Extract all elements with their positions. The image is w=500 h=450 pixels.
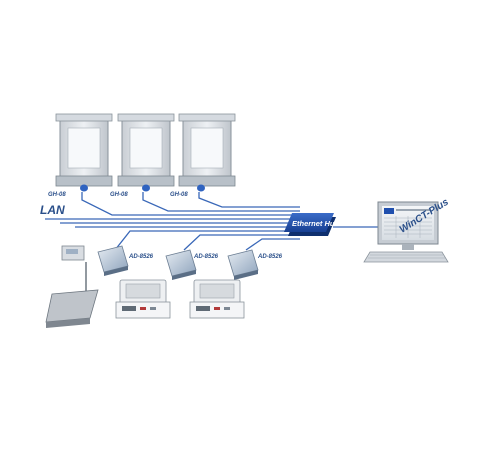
converter-cable	[114, 230, 300, 251]
balance-label: GH-08	[48, 192, 66, 198]
network-cables	[45, 192, 378, 251]
converter-label: AD-8526	[193, 254, 219, 260]
lan-converter	[97, 245, 129, 276]
converter-label: AD-8526	[257, 254, 283, 260]
compact-scale	[189, 279, 245, 319]
analytical-balance	[117, 113, 175, 192]
balance-label: GH-08	[110, 192, 128, 198]
ethernet-hub	[284, 213, 336, 236]
lan-converter	[165, 249, 197, 280]
analytical-balance	[178, 113, 236, 192]
converter-label: AD-8526	[128, 254, 154, 260]
computer	[363, 201, 449, 263]
balance-cable	[81, 192, 300, 216]
compact-scale	[115, 279, 171, 319]
app-logo-icon	[384, 208, 394, 214]
interface-port-icon	[142, 184, 150, 192]
balance-cable	[142, 192, 300, 212]
lan-converter	[227, 249, 259, 280]
balance-label: GH-08	[170, 192, 188, 198]
hub-label: Ethernet Hub	[292, 219, 340, 228]
spreadsheet-grid-icon	[384, 216, 432, 238]
balance-cable	[198, 192, 300, 208]
platform-scale	[45, 245, 99, 328]
analytical-balance	[55, 113, 113, 192]
converter-cable	[183, 234, 300, 251]
interface-port-icon	[197, 184, 205, 192]
converter-cable	[245, 238, 300, 251]
interface-port-icon	[80, 184, 88, 192]
lan-label: LAN	[40, 203, 65, 217]
